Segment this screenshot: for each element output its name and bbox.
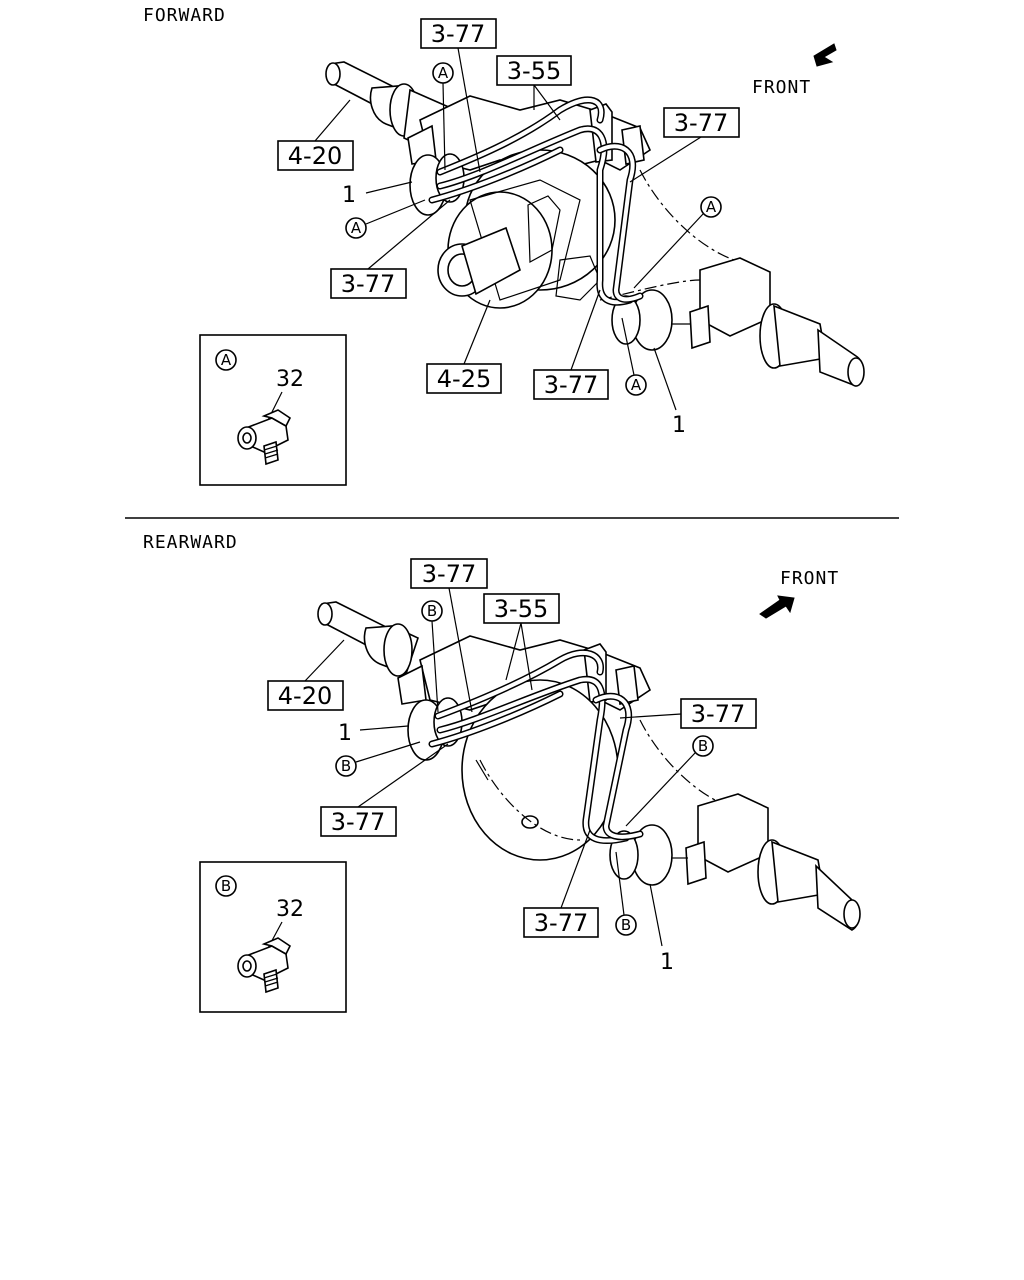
rearward-ref-left-420: 4-20 bbox=[267, 639, 345, 711]
forward-circle-right: A bbox=[633, 196, 722, 289]
forward-ref-top-377: 3-77 bbox=[420, 18, 497, 173]
rearward-circle-bottom: B bbox=[615, 851, 637, 936]
forward-circle-top: A bbox=[432, 62, 454, 171]
forward-ref-right-377-label: 3-77 bbox=[674, 109, 728, 137]
rearward-circle-top-label: B bbox=[427, 602, 437, 620]
rearward-front-arrow-icon bbox=[759, 595, 795, 619]
forward-ref-top-355-label: 3-55 bbox=[507, 57, 561, 85]
forward-ref-left-420-label: 4-20 bbox=[288, 142, 342, 170]
forward-circle-bottom-label: A bbox=[631, 376, 642, 394]
forward-front-label: FRONT bbox=[752, 77, 811, 98]
forward-circle-bottom: A bbox=[621, 317, 647, 396]
rearward-elbow-fitting-icon bbox=[237, 937, 292, 994]
forward-ref-bot-377-label: 3-77 bbox=[544, 371, 598, 399]
forward-section-title: FORWARD bbox=[143, 5, 226, 26]
forward-circle-top-label: A bbox=[438, 64, 449, 82]
rearward-ref-top-355: 3-55 bbox=[483, 593, 560, 691]
forward-ref-mid-377: 3-77 bbox=[330, 199, 451, 299]
rearward-ref-left-420-label: 4-20 bbox=[278, 682, 332, 710]
rearward-inset: B 32 bbox=[199, 861, 347, 1013]
rearward-circle-bottom-label: B bbox=[621, 916, 631, 934]
forward-circle-right-label: A bbox=[706, 198, 717, 216]
rearward-section-title: REARWARD bbox=[143, 532, 238, 553]
rearward-callout-right-1: 1 bbox=[649, 883, 674, 975]
forward-ref-top-377-label: 3-77 bbox=[431, 20, 485, 48]
rearward-callout-left-1-label: 1 bbox=[338, 721, 352, 746]
rearward-ref-right-377: 3-77 bbox=[619, 698, 757, 729]
rearward-inset-letter: B bbox=[221, 877, 231, 895]
forward-ref-top-355: 3-55 bbox=[496, 55, 572, 121]
rearward-front-label: FRONT bbox=[780, 568, 839, 589]
forward-ref-mid-377-label: 3-77 bbox=[341, 270, 395, 298]
rearward-ref-bot-377-label: 3-77 bbox=[534, 909, 588, 937]
rearward-circle-top: B bbox=[421, 600, 443, 713]
forward-ref-left-420: 4-20 bbox=[277, 99, 354, 171]
rearward-circle-right: B bbox=[625, 735, 714, 827]
rearward-callout-right-1-label: 1 bbox=[660, 950, 674, 975]
rearward-ref-right-377-label: 3-77 bbox=[691, 700, 745, 728]
forward-elbow-fitting-icon bbox=[237, 409, 292, 466]
forward-ref-bot-425: 4-25 bbox=[426, 299, 502, 394]
forward-callout-right-1-label: 1 bbox=[672, 413, 686, 438]
rearward-ref-mid-377-label: 3-77 bbox=[331, 808, 385, 836]
rearward-ref-bot-377: 3-77 bbox=[523, 829, 599, 938]
forward-callout-right-1: 1 bbox=[653, 347, 686, 438]
forward-inset: A 32 bbox=[199, 334, 347, 486]
forward-callout-left-1: 1 bbox=[342, 181, 413, 208]
rearward-circle-left: B bbox=[335, 741, 421, 777]
rearward-circle-left-label: B bbox=[341, 757, 351, 775]
forward-section: FORWARD FRONT bbox=[143, 5, 865, 486]
forward-front-arrow-icon bbox=[813, 43, 837, 67]
forward-circle-left-label: A bbox=[351, 219, 362, 237]
forward-ref-bot-425-label: 4-25 bbox=[437, 365, 491, 393]
rearward-ref-top-377-label: 3-77 bbox=[422, 560, 476, 588]
forward-inset-letter: A bbox=[221, 351, 232, 369]
forward-ref-bot-377: 3-77 bbox=[533, 289, 609, 400]
forward-inset-part-no: 32 bbox=[276, 367, 304, 392]
rearward-ref-mid-377: 3-77 bbox=[320, 743, 449, 837]
rearward-axle-drawing bbox=[317, 601, 861, 931]
forward-ref-right-377: 3-77 bbox=[629, 107, 740, 183]
forward-circle-left: A bbox=[345, 199, 426, 239]
rearward-callout-left-1: 1 bbox=[338, 721, 409, 746]
forward-axle-drawing bbox=[325, 61, 865, 387]
forward-callout-left-1-label: 1 bbox=[342, 183, 356, 208]
rearward-ref-top-377: 3-77 bbox=[410, 558, 488, 713]
rearward-ref-top-355-label: 3-55 bbox=[494, 595, 548, 623]
rearward-circle-right-label: B bbox=[698, 737, 708, 755]
rearward-inset-part-no: 32 bbox=[276, 897, 304, 922]
rearward-section: REARWARD FRONT bbox=[143, 532, 861, 1013]
